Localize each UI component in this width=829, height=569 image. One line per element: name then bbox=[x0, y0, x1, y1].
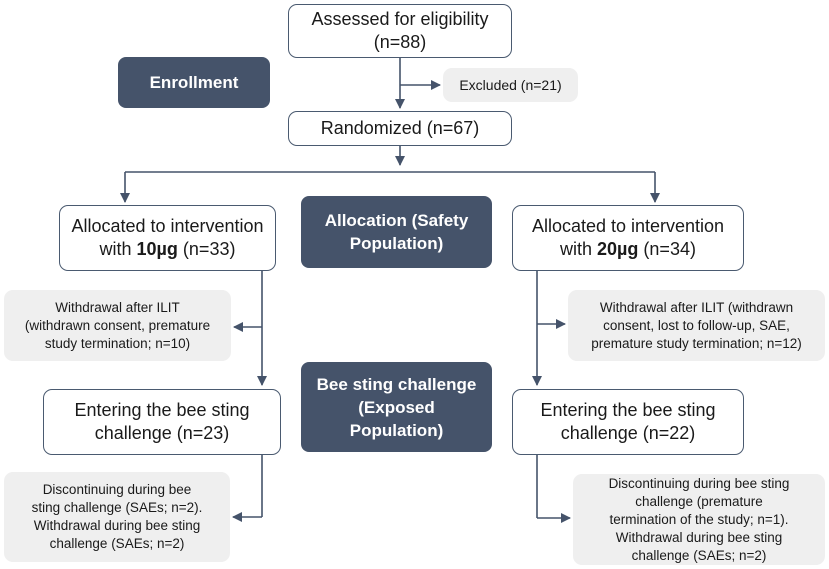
right-dose: 20µg bbox=[597, 239, 639, 259]
phase-challenge-line-2: (Exposed bbox=[358, 397, 435, 417]
right-discontinuing-line-1: Discontinuing during bee sting bbox=[608, 475, 790, 491]
right-entering-line-1: Entering the bee sting bbox=[540, 400, 716, 420]
excluded-box: Excluded (n=21) bbox=[443, 68, 578, 102]
left-allocated-line-1: Allocated to intervention bbox=[71, 216, 264, 236]
left-withdrawal-line-3: study termination; n=10) bbox=[44, 335, 191, 351]
left-entering-box: Entering the bee sting challenge (n=23) bbox=[43, 389, 281, 455]
left-allocated-prefix: with bbox=[99, 239, 137, 259]
right-allocated-line-1: Allocated to intervention bbox=[531, 216, 725, 236]
left-entering-line-1: Entering the bee sting bbox=[74, 400, 250, 420]
right-discontinuing-line-5: challenge (SAEs; n=2) bbox=[631, 547, 767, 563]
left-allocated-box: Allocated to intervention with 10µg (n=3… bbox=[59, 205, 276, 271]
right-allocated-line-2: with 20µg (n=34) bbox=[560, 238, 696, 261]
right-withdrawal-box: Withdrawal after ILIT (withdrawn consent… bbox=[568, 290, 825, 361]
right-withdrawal-line-3: premature study termination; n=12) bbox=[591, 335, 802, 351]
assessed-box: Assessed for eligibility (n=88) bbox=[288, 4, 512, 58]
excluded-label: Excluded (n=21) bbox=[459, 77, 562, 93]
left-allocated-suffix: (n=33) bbox=[177, 239, 236, 259]
right-discontinuing-line-2: challenge (premature bbox=[635, 493, 763, 509]
right-discontinuing-line-4: Withdrawal during bee sting bbox=[615, 529, 783, 545]
phase-allocation-line-2: Population) bbox=[349, 234, 444, 253]
phase-challenge-line-3: Population) bbox=[349, 420, 444, 440]
right-discontinuing-box: Discontinuing during bee sting challenge… bbox=[573, 474, 825, 565]
left-withdrawal-line-1: Withdrawal after ILIT bbox=[55, 299, 180, 315]
right-discontinuing-line-3: termination of the study; n=1). bbox=[609, 511, 789, 527]
left-discontinuing-line-4: challenge (SAEs; n=2) bbox=[49, 536, 185, 551]
phase-challenge-line-1: Bee sting challenge bbox=[316, 374, 477, 394]
left-withdrawal-box: Withdrawal after ILIT (withdrawn consent… bbox=[4, 290, 231, 361]
left-discontinuing-box: Discontinuing during bee sting challenge… bbox=[4, 472, 230, 562]
phase-enrollment-label: Enrollment bbox=[149, 73, 239, 92]
left-discontinuing-line-1: Discontinuing during bee bbox=[42, 482, 192, 497]
phase-challenge: Bee sting challenge (Exposed Population) bbox=[301, 362, 492, 452]
right-allocated-suffix: (n=34) bbox=[638, 239, 696, 259]
assessed-line-1: Assessed for eligibility bbox=[311, 9, 489, 29]
right-withdrawal-line-1: Withdrawal after ILIT (withdrawn bbox=[599, 299, 794, 315]
right-allocated-box: Allocated to intervention with 20µg (n=3… bbox=[512, 205, 744, 271]
left-withdrawal-line-2: (withdrawn consent, premature bbox=[24, 317, 211, 333]
right-entering-box: Entering the bee sting challenge (n=22) bbox=[512, 389, 744, 455]
right-entering-line-2: challenge (n=22) bbox=[560, 423, 696, 443]
right-allocated-prefix: with bbox=[560, 239, 598, 259]
assessed-line-2: (n=88) bbox=[373, 32, 427, 52]
left-discontinuing-line-3: Withdrawal during bee sting bbox=[33, 518, 201, 533]
left-allocated-line-2: with 10µg (n=33) bbox=[100, 238, 236, 261]
phase-allocation-line-1: Allocation (Safety bbox=[324, 211, 469, 230]
right-withdrawal-line-2: consent, lost to follow-up, SAE, bbox=[603, 317, 790, 333]
randomized-label: Randomized (n=67) bbox=[320, 118, 480, 138]
left-discontinuing-line-2: sting challenge (SAEs; n=2). bbox=[31, 500, 203, 515]
left-dose: 10µg bbox=[136, 239, 178, 259]
left-entering-line-2: challenge (n=23) bbox=[94, 423, 230, 443]
randomized-box: Randomized (n=67) bbox=[288, 111, 512, 146]
phase-allocation: Allocation (Safety Population) bbox=[301, 196, 492, 268]
phase-enrollment: Enrollment bbox=[118, 57, 270, 108]
